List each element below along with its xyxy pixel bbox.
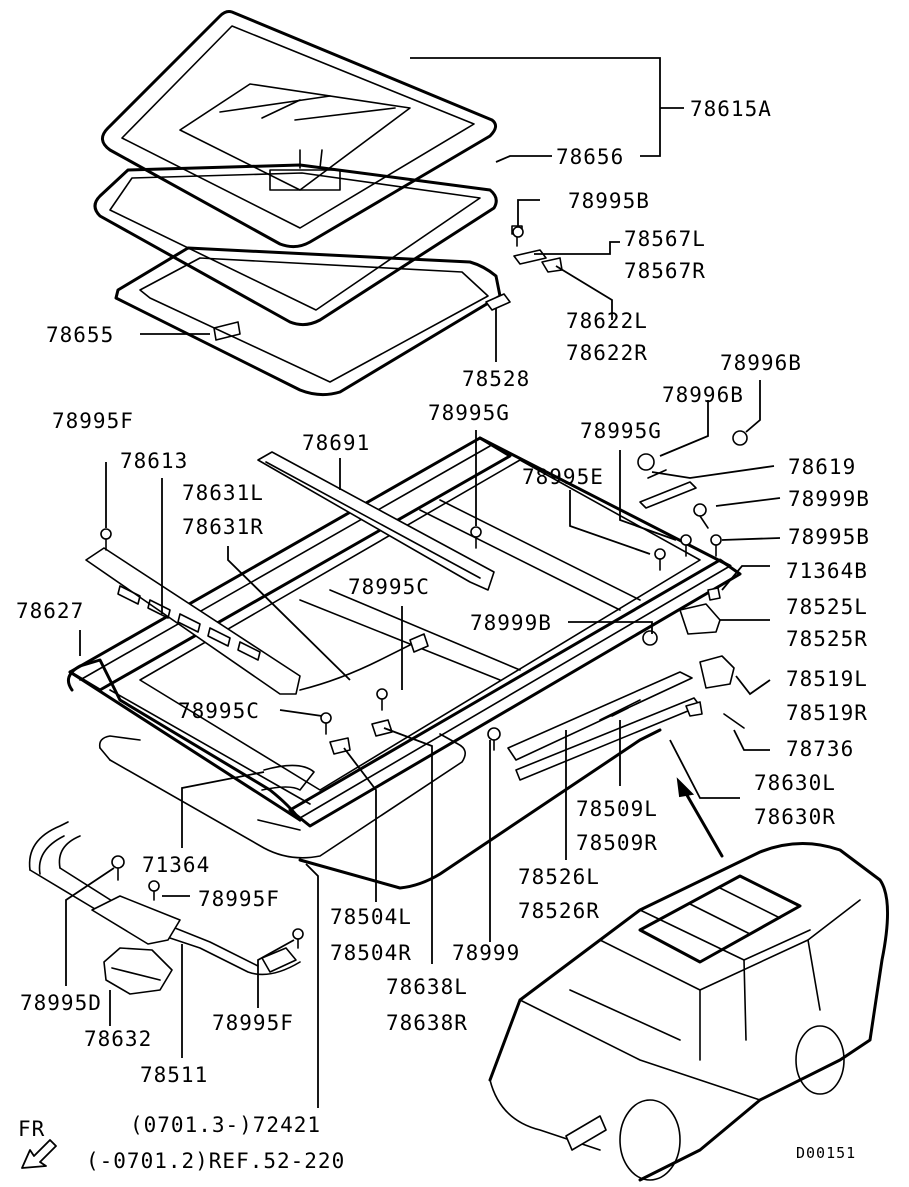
label-78995C-top: 78995C: [348, 575, 430, 599]
label-78995G-right: 78995G: [580, 419, 662, 443]
label-78615A: 78615A: [690, 97, 772, 121]
vehicle-sketch-part: [488, 777, 889, 1182]
cable-bracket-78619-part: [639, 469, 697, 509]
bracket-78525-part: [679, 603, 721, 635]
label-78995G-center: 78995G: [428, 401, 510, 425]
label-78995F: 78995F: [52, 409, 134, 433]
label-78567L: 78567L: [624, 227, 706, 251]
label-78528: 78528: [462, 367, 530, 391]
label-78656: 78656: [556, 145, 624, 169]
label-78622L: 78622L: [566, 309, 648, 333]
label-78631L: 78631L: [182, 481, 264, 505]
label-78736: 78736: [786, 737, 854, 761]
glass-seal-part: [93, 163, 498, 327]
label-78999B: 78999B: [470, 611, 552, 635]
label-78638L: 78638L: [386, 975, 468, 999]
label-78630R: 78630R: [754, 805, 836, 829]
label-78519L: 78519L: [786, 667, 868, 691]
label-78511: 78511: [140, 1063, 208, 1087]
label-78995E: 78995E: [522, 465, 604, 489]
label-78622R: 78622R: [566, 341, 648, 365]
label-78999B-right: 78999B: [788, 487, 870, 511]
spacer-71364B-part: [707, 587, 721, 601]
front-direction-indicator: FR: [18, 1117, 57, 1169]
label-78519R: 78519R: [786, 701, 868, 725]
fasteners-part: [100, 226, 748, 949]
label-78995C: 78995C: [178, 699, 260, 723]
guide-rail-part: [507, 671, 703, 781]
label-78509L: 78509L: [576, 797, 658, 821]
label-72421: (0701.3-)72421: [130, 1113, 321, 1137]
label-78627: 78627: [16, 599, 84, 623]
label-78995D: 78995D: [20, 991, 102, 1015]
label-78504R: 78504R: [330, 941, 412, 965]
label-78632: 78632: [84, 1027, 152, 1051]
label-ref-52-220: (-0701.2)REF.52-220: [86, 1149, 345, 1173]
label-78504L: 78504L: [330, 905, 412, 929]
diagram-code: D00151: [796, 1144, 856, 1162]
label-78631R: 78631R: [182, 515, 264, 539]
label-78995F-bottom: 78995F: [212, 1011, 294, 1035]
label-78999: 78999: [452, 941, 520, 965]
leader-lines: [65, 57, 781, 1108]
label-78996B-top: 78996B: [720, 351, 802, 375]
bracket-78519-part: [699, 655, 735, 689]
motor-assembly-part: [28, 821, 301, 995]
pin-78736-part: [723, 713, 745, 729]
label-71364B: 71364B: [786, 559, 868, 583]
label-78995F-mid: 78995F: [198, 887, 280, 911]
pad-78528-part: [485, 293, 511, 311]
label-78638R: 78638R: [386, 1011, 468, 1035]
label-78525R: 78525R: [786, 627, 868, 651]
label-78655: 78655: [46, 323, 114, 347]
glass-lid-part: [101, 10, 497, 249]
label-78613: 78613: [120, 449, 188, 473]
drain-seal-part: [98, 728, 662, 890]
front-arrow-icon: [21, 1139, 57, 1169]
label-fr: FR: [18, 1117, 45, 1141]
label-71364: 71364: [142, 853, 210, 877]
label-78996B: 78996B: [662, 383, 744, 407]
label-78619: 78619: [788, 455, 856, 479]
main-frame-part: [66, 436, 742, 828]
label-78691: 78691: [302, 431, 370, 455]
label-78995B-right: 78995B: [788, 525, 870, 549]
label-78525L: 78525L: [786, 595, 868, 619]
label-78509R: 78509R: [576, 831, 658, 855]
label-78995B: 78995B: [568, 189, 650, 213]
label-78630L: 78630L: [754, 771, 836, 795]
label-78526L: 78526L: [518, 865, 600, 889]
label-78526R: 78526R: [518, 899, 600, 923]
label-78567R: 78567R: [624, 259, 706, 283]
